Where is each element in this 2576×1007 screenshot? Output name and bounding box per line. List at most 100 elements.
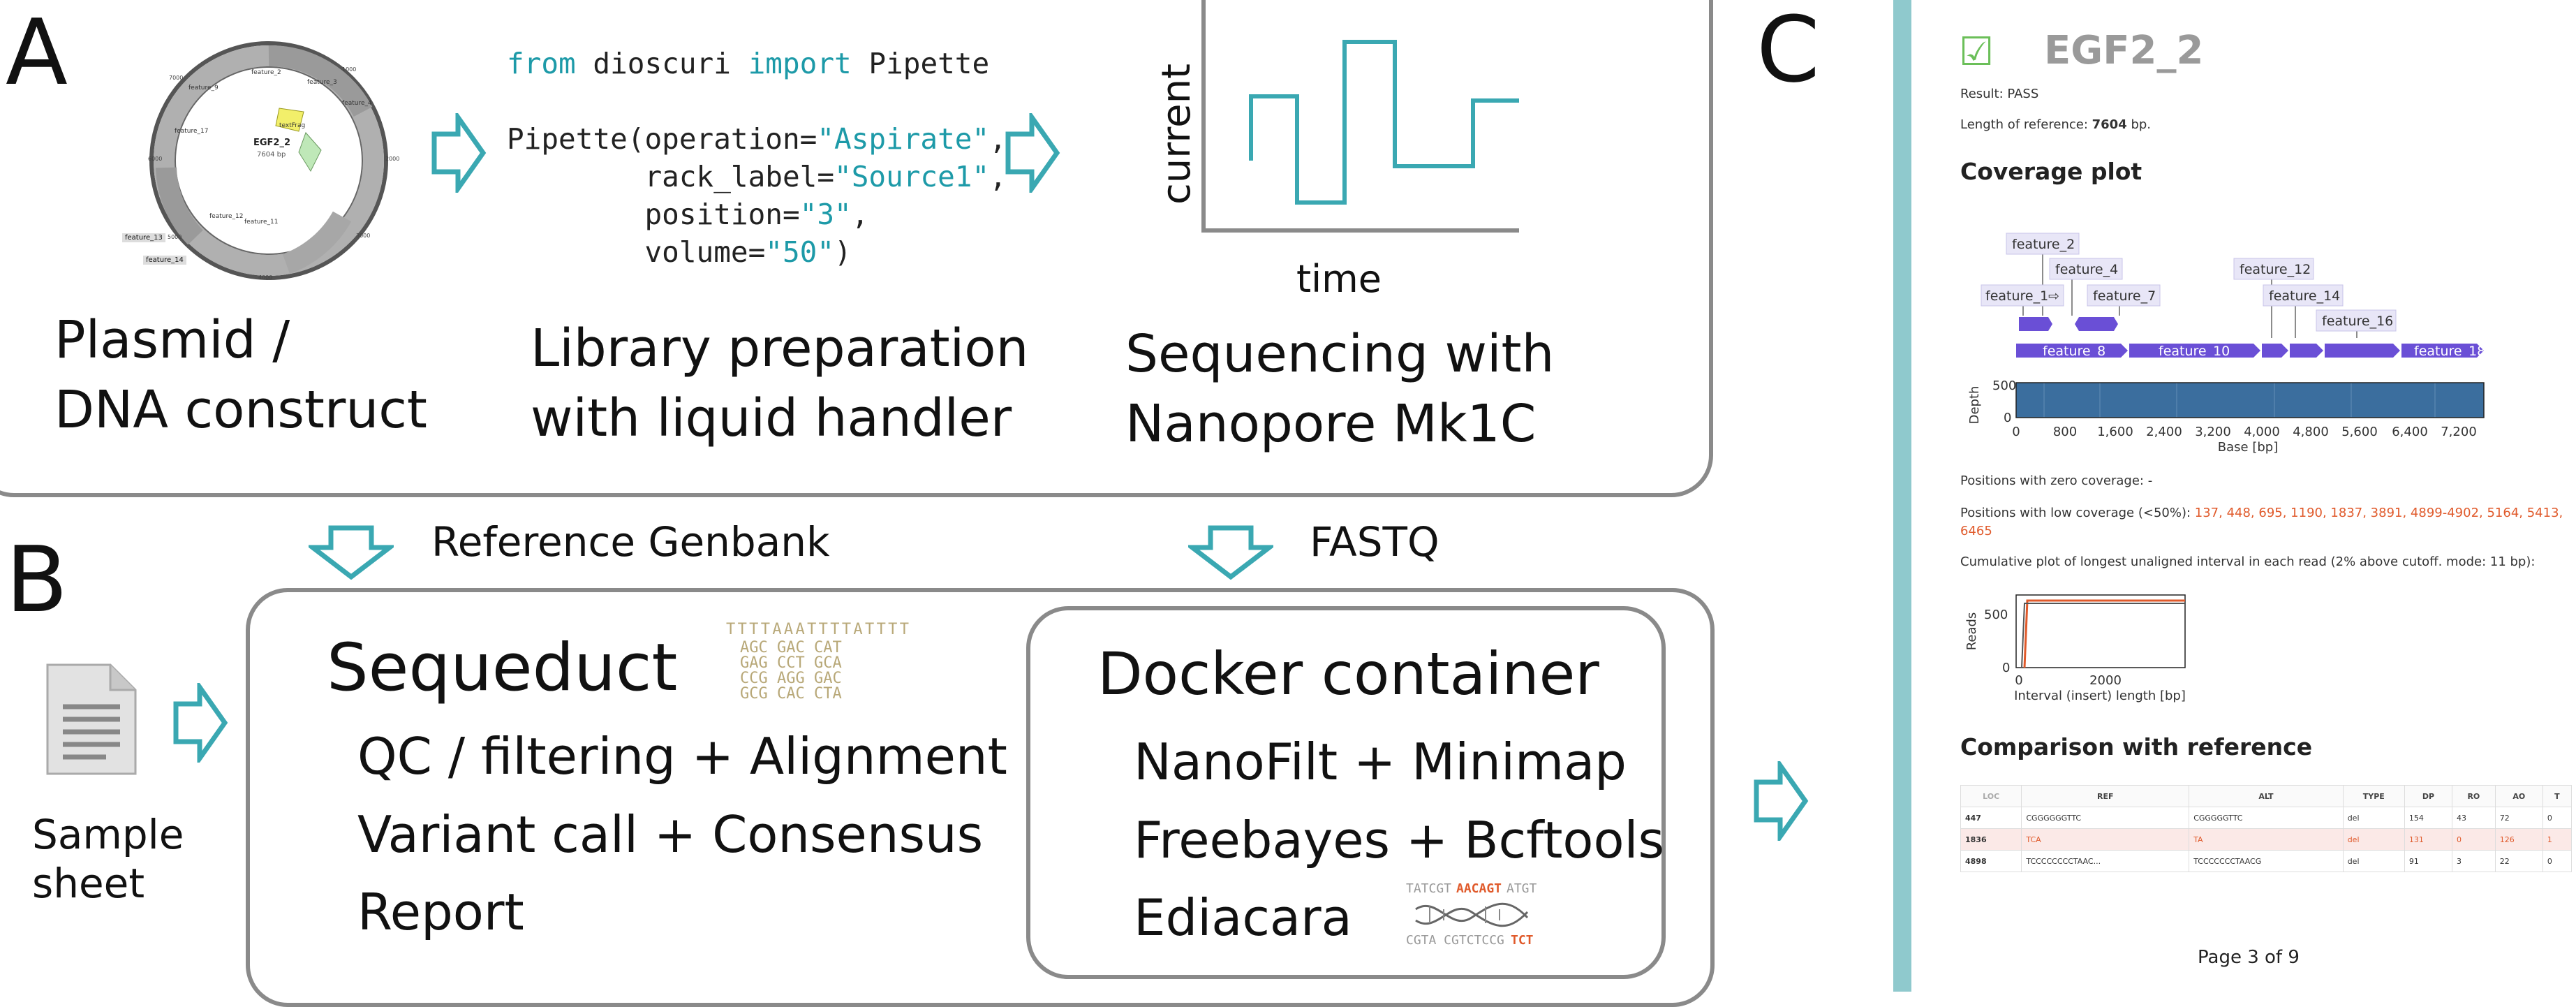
sample-sheet-label: Sample sheet bbox=[32, 811, 184, 907]
svg-text:TCT: TCT bbox=[1511, 933, 1534, 948]
sequeduct-title: Sequeduct bbox=[327, 630, 678, 706]
sequencing-caption: Sequencing with Nanopore Mk1C bbox=[1125, 324, 1555, 454]
plasmid-tick-label: 2000 bbox=[385, 156, 399, 162]
interval-tick: 0 bbox=[2015, 673, 2022, 688]
plasmid-feature-label: feature_2 bbox=[251, 69, 281, 76]
reads-tick: 500 bbox=[1984, 608, 2008, 622]
plasmid-feature-label: feature_11 bbox=[244, 219, 278, 226]
arrow-down-icon bbox=[309, 525, 394, 580]
plasmid-feature-label: feature_3 bbox=[307, 79, 337, 86]
plasmid-name: EGF2_2 bbox=[253, 138, 290, 148]
arrow-right-icon bbox=[173, 683, 228, 763]
feature-label: feature_16 bbox=[2322, 314, 2393, 329]
feature-label: feature_7 bbox=[2093, 288, 2156, 304]
report-sidebar bbox=[1893, 0, 1911, 992]
reads-axis-label: Reads bbox=[1964, 612, 1979, 651]
arrow-right-icon bbox=[1005, 113, 1060, 193]
docker-frame bbox=[1026, 606, 1666, 979]
plasmid-map: EGF2_2 7604 bp feature_2 feature_3 featu… bbox=[148, 41, 399, 281]
feature-bar-label: feature_8 bbox=[2043, 344, 2105, 359]
nanopore-signal-plot: current time bbox=[1154, 0, 1519, 301]
feature-bar-label: feature_18 bbox=[2414, 344, 2485, 359]
arrow-right-icon bbox=[1754, 761, 1809, 841]
svg-text:GAG CCT GCA: GAG CCT GCA bbox=[740, 654, 842, 672]
low-coverage-text: Positions with low coverage (<50%): 137,… bbox=[1960, 506, 2563, 538]
panel-label-c: C bbox=[1756, 0, 1820, 103]
svg-text:GCG CAC CTA: GCG CAC CTA bbox=[740, 685, 842, 703]
plasmid-feature-label: textFrag bbox=[279, 122, 305, 129]
base-tick: 3,200 bbox=[2195, 425, 2231, 439]
base-tick: 2,400 bbox=[2146, 425, 2182, 439]
interval-axis-label: Interval (insert) length [bp] bbox=[2014, 689, 2186, 703]
svg-text:TTTTAAATTTTATTTT: TTTTAAATTTTATTTT bbox=[726, 621, 909, 638]
docker-tools: NanoFilt + Minimap Freebayes + Bcftools … bbox=[1134, 723, 1664, 957]
signal-y-label: current bbox=[1154, 64, 1199, 205]
plasmid-length: 7604 bp bbox=[257, 151, 286, 159]
plasmid-feature-tag: feature_13 bbox=[122, 233, 165, 242]
coverage-plot: feature_2 feature_4 feature_1⇨ feature_7… bbox=[1967, 233, 2485, 455]
pipette-code: from dioscuri import Pipette Pipette(ope… bbox=[507, 47, 1007, 269]
base-tick: 0 bbox=[2012, 425, 2020, 439]
base-tick: 4,800 bbox=[2293, 425, 2329, 439]
feature-label: feature_4 bbox=[2055, 262, 2118, 277]
svg-text:ATGT: ATGT bbox=[1507, 881, 1537, 896]
panel-a-frame bbox=[0, 0, 1713, 497]
plasmid-tick-label: 1000 bbox=[342, 66, 356, 73]
plasmid-feature-label: feature_4 bbox=[342, 100, 372, 107]
report-length: Length of reference: 7604 bp. bbox=[1960, 117, 2152, 132]
unaligned-interval-plot: Reads 500 0 0 2000 Interval (insert) len… bbox=[1964, 594, 2186, 703]
plasmid-tick-label: 6000 bbox=[148, 156, 162, 162]
plasmid-feature-label: feature_17 bbox=[175, 128, 208, 135]
sequeduct-step: Variant call + Consensus bbox=[357, 804, 984, 864]
zero-coverage-text: Positions with zero coverage: - bbox=[1960, 473, 2153, 488]
plasmid-tick-label: 7000 bbox=[169, 75, 183, 81]
docker-tool: NanoFilt + Minimap bbox=[1134, 733, 1627, 791]
document-icon bbox=[46, 663, 137, 775]
fastq-label: FASTQ bbox=[1310, 518, 1439, 566]
plasmid-feature-tag: feature_14 bbox=[143, 256, 186, 265]
feature-label: feature_2 bbox=[2012, 237, 2075, 252]
base-tick: 4,000 bbox=[2244, 425, 2280, 439]
coverage-heading: Coverage plot bbox=[1960, 158, 2142, 185]
codon-logo: TTTTAAATTTTATTTT AGC GAC CAT GAG CCT GCA… bbox=[726, 621, 909, 703]
svg-text:AACAGT: AACAGT bbox=[1456, 881, 1502, 896]
docker-tool: Ediacara bbox=[1134, 888, 1352, 948]
plasmid-tick-label: 5000 bbox=[168, 234, 182, 240]
report-result: Result: PASS bbox=[1960, 87, 2039, 101]
svg-text:AGC GAC CAT: AGC GAC CAT bbox=[740, 639, 842, 656]
sequeduct-step: Report bbox=[357, 883, 524, 942]
plasmid-caption: Plasmid / DNA construct bbox=[54, 310, 427, 440]
signal-x-label: time bbox=[1296, 257, 1382, 301]
cumulative-text: Cumulative plot of longest unaligned int… bbox=[1960, 554, 2536, 569]
arrow-right-icon bbox=[431, 113, 487, 193]
page-number: Page 3 of 9 bbox=[2198, 947, 2300, 968]
feature-label: feature_14 bbox=[2269, 288, 2340, 304]
library-prep-caption: Library preparation with liquid handler bbox=[531, 318, 1029, 448]
plasmid-tick-label: 3000 bbox=[356, 233, 370, 239]
feature-label: feature_12 bbox=[2240, 262, 2311, 277]
report-title: EGF2_2 bbox=[2044, 28, 2204, 73]
check-icon: ☑ bbox=[1959, 29, 1994, 75]
sequeduct-steps: QC / filtering + Alignment Variant call … bbox=[357, 718, 1007, 952]
reference-genbank-label: Reference Genbank bbox=[431, 518, 830, 566]
plasmid-tick-label: 4000 bbox=[258, 274, 272, 281]
svg-text:TATCGT: TATCGT bbox=[1406, 881, 1451, 896]
panel-label-b: B bbox=[6, 527, 68, 633]
base-axis-label: Base [bp] bbox=[2218, 440, 2278, 455]
base-tick: 800 bbox=[2053, 425, 2077, 439]
plasmid-feature-label: feature_9 bbox=[188, 84, 219, 91]
docker-tool: Freebayes + Bcftools bbox=[1134, 810, 1665, 869]
table-header-row: LOC REF ALT TYPE DP RO AO T bbox=[1960, 785, 2573, 807]
svg-text:CGTA CGTCTCCG: CGTA CGTCTCCG bbox=[1406, 933, 1504, 948]
arrow-down-icon bbox=[1188, 525, 1273, 580]
plasmid-feature-label: feature_12 bbox=[209, 213, 243, 220]
interval-tick: 2000 bbox=[2089, 673, 2122, 688]
sequeduct-step: QC / filtering + Alignment bbox=[357, 727, 1007, 786]
svg-text:CCG AGG GAC: CCG AGG GAC bbox=[740, 670, 842, 687]
comparison-heading: Comparison with reference bbox=[1960, 733, 2313, 760]
base-tick: 6,400 bbox=[2392, 425, 2428, 439]
